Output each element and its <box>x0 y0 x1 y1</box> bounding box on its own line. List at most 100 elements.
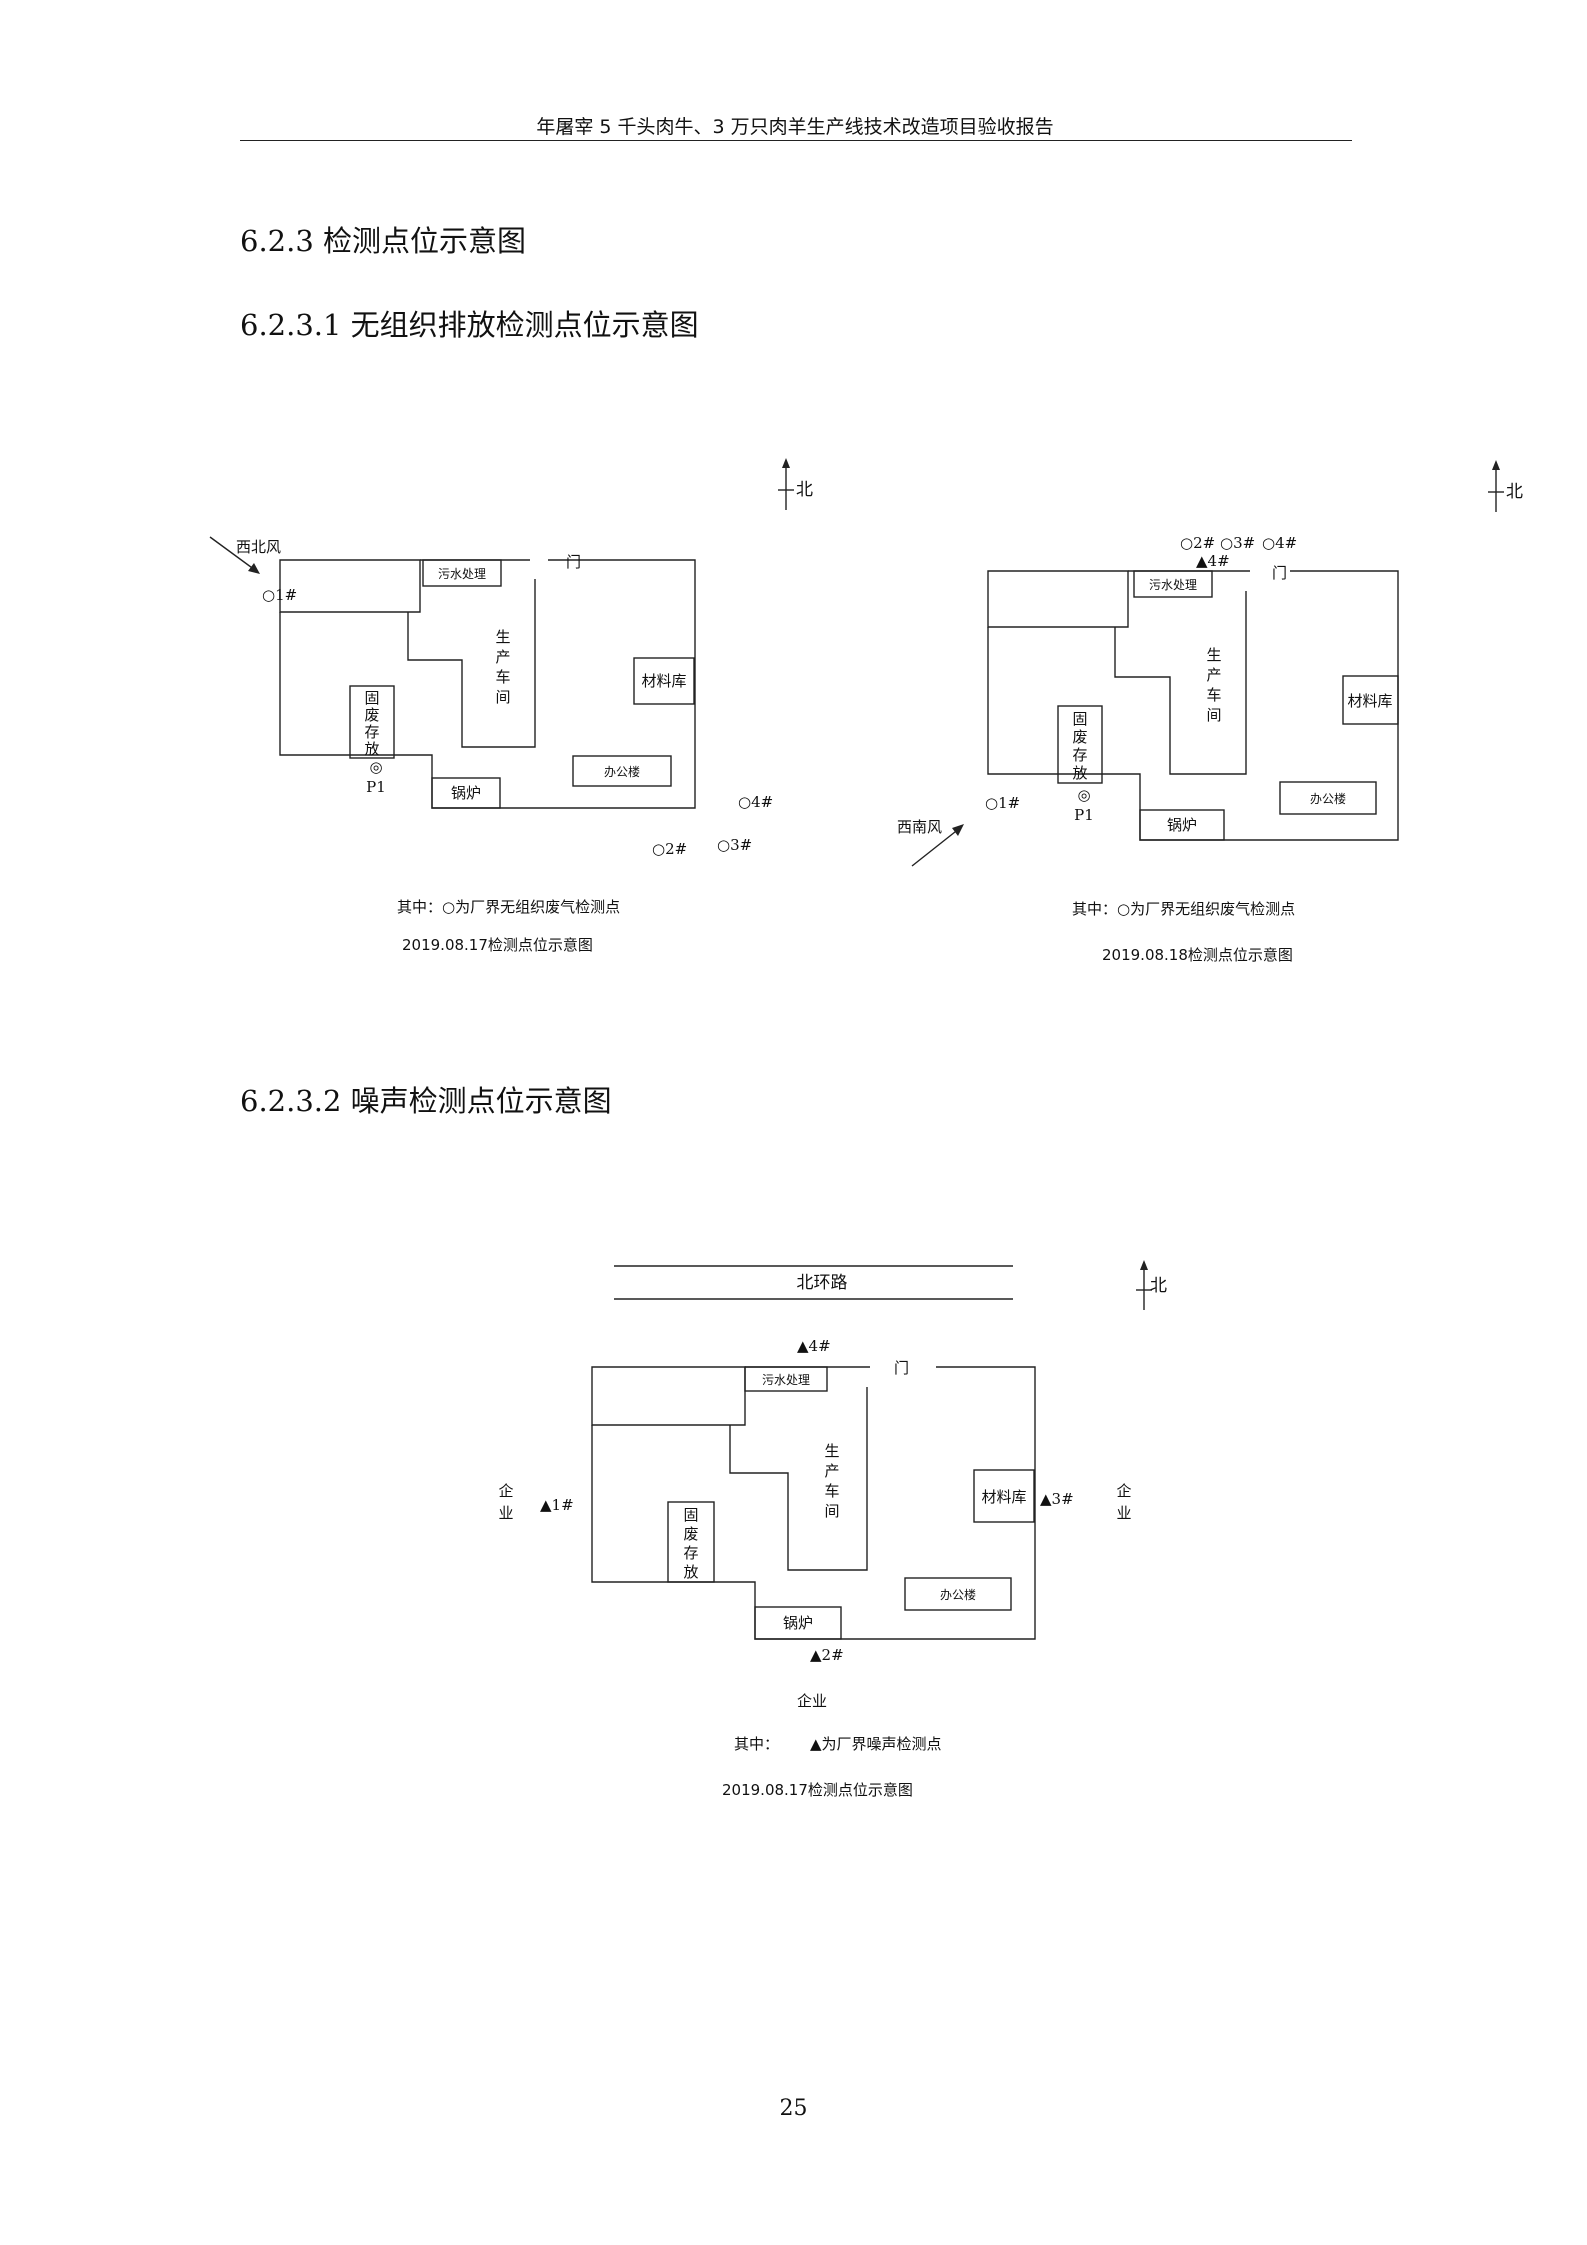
svg-text:锅炉: 锅炉 <box>451 784 481 802</box>
storage-box: 材料库 <box>1342 675 1399 725</box>
legend: ▲为厂界噪声检测点 <box>810 1735 942 1753</box>
svg-text:放: 放 <box>683 1563 698 1581</box>
svg-text:产: 产 <box>495 648 510 666</box>
monitor-point-2: ○2# <box>652 840 687 858</box>
figure-noise-0817: 北环路 北 门 污水处理 生 产 车 间 材料库 <box>498 1260 1167 1799</box>
wind-label: 西北风 <box>236 538 281 556</box>
svg-text:车: 车 <box>1206 686 1221 704</box>
monitor-point-4: ○4# <box>1262 534 1297 552</box>
sewage-box: 污水处理 <box>1133 570 1213 598</box>
monitor-point-3: ○3# <box>1220 534 1255 552</box>
waste-box: 固 废 存 放 <box>667 1501 715 1583</box>
door-label: 门 <box>894 1359 909 1377</box>
boiler-box: 锅炉 <box>1139 809 1225 841</box>
svg-text:存: 存 <box>1072 746 1087 764</box>
enterprise-left: 企 业 <box>498 1482 513 1522</box>
sewage-label: 污水处理 <box>438 567 486 581</box>
noise-point-4: ▲4# <box>797 1337 831 1355</box>
svg-text:污水处理: 污水处理 <box>1149 578 1197 592</box>
caption: 2019.08.17检测点位示意图 <box>722 1781 913 1799</box>
svg-text:固: 固 <box>1072 710 1087 728</box>
svg-text:P1: P1 <box>1074 806 1094 824</box>
svg-text:废: 废 <box>1072 728 1087 746</box>
svg-text:办公楼: 办公楼 <box>1310 791 1346 806</box>
office-box: 办公楼 <box>1279 781 1377 815</box>
door-label: 门 <box>566 553 581 571</box>
page-number: 25 <box>779 2096 808 2121</box>
noise-point-1: ▲1# <box>540 1496 574 1514</box>
caption: 2019.08.18检测点位示意图 <box>1102 946 1293 964</box>
svg-text:存: 存 <box>364 723 379 741</box>
svg-text:放: 放 <box>1072 764 1087 782</box>
storage-box: 材料库 <box>633 657 695 705</box>
monitor-point-2: ○2# <box>1180 534 1215 552</box>
svg-text:锅炉: 锅炉 <box>783 1614 813 1632</box>
wind-arrow: 西北风 <box>209 536 281 574</box>
svg-text:废: 废 <box>683 1525 698 1543</box>
section-heading-6-2-3-2: 6.2.3.2 噪声检测点位示意图 <box>240 1084 612 1118</box>
section-heading-6-2-3-1: 6.2.3.1 无组织排放检测点位示意图 <box>240 308 699 342</box>
svg-text:间: 间 <box>1206 706 1221 724</box>
caption: 2019.08.17检测点位示意图 <box>402 936 593 954</box>
svg-text:间: 间 <box>495 688 510 706</box>
sewage-box: 污水处理 <box>744 1366 828 1392</box>
workshop-label: 生 产 车 间 <box>824 1442 839 1520</box>
svg-text:车: 车 <box>824 1482 839 1500</box>
noise-point-2: ▲2# <box>810 1646 844 1664</box>
svg-text:业: 业 <box>1116 1504 1131 1522</box>
svg-text:材料库: 材料库 <box>1347 692 1392 710</box>
office-box: 办公楼 <box>904 1577 1012 1611</box>
north-arrow: 北 <box>778 458 813 510</box>
north-arrow: 北 <box>1488 460 1523 512</box>
svg-text:车: 车 <box>495 668 510 686</box>
svg-text:◎: ◎ <box>1077 786 1090 804</box>
svg-text:企: 企 <box>1116 1482 1131 1500</box>
svg-text:固: 固 <box>683 1506 698 1524</box>
svg-text:产: 产 <box>1206 666 1221 684</box>
boiler-box: 锅炉 <box>754 1606 842 1640</box>
svg-text:产: 产 <box>824 1462 839 1480</box>
svg-text:间: 间 <box>824 1502 839 1520</box>
svg-text:放: 放 <box>364 740 379 758</box>
svg-text:锅炉: 锅炉 <box>1167 816 1197 834</box>
header-divider <box>240 140 1352 141</box>
section-heading-6-2-3: 6.2.3 检测点位示意图 <box>240 224 527 258</box>
wind-label: 西南风 <box>897 818 942 836</box>
north-label: 北 <box>1150 1276 1167 1296</box>
svg-text:办公楼: 办公楼 <box>604 764 640 779</box>
svg-text:P1: P1 <box>366 778 386 796</box>
svg-text:污水处理: 污水处理 <box>762 1373 810 1387</box>
svg-text:生: 生 <box>824 1442 839 1460</box>
waste-box: 固 废 存 放 <box>1057 705 1103 784</box>
figure-unorganized-0818: 北 西南风 门 污水处理 生 产 车 间 材料库 <box>897 460 1523 964</box>
door-label: 门 <box>1272 564 1287 582</box>
legend-prefix: 其中： <box>734 1735 779 1753</box>
monitor-point-1: ○1# <box>262 586 297 604</box>
north-label: 北 <box>796 480 813 500</box>
svg-text:材料库: 材料库 <box>981 1488 1026 1506</box>
enterprise-bottom: 企业 <box>797 1692 827 1710</box>
page-header: 年屠宰 5 千头肉牛、3 万只肉羊生产线技术改造项目验收报告 <box>536 116 1054 138</box>
svg-text:存: 存 <box>683 1544 698 1562</box>
svg-text:业: 业 <box>498 1504 513 1522</box>
workshop-label: 生 产 车 间 <box>1206 646 1221 724</box>
workshop-label: 生 产 车 间 <box>495 628 510 706</box>
svg-text:◎: ◎ <box>369 758 382 776</box>
north-arrow: 北 <box>1136 1260 1167 1310</box>
figure-unorganized-0817: 北 西北风 门 污水处理 生 产 车 间 材料库 <box>209 458 813 954</box>
svg-text:生: 生 <box>1206 646 1221 664</box>
north-label: 北 <box>1506 482 1523 502</box>
road-label: 北环路 <box>797 1273 848 1293</box>
legend: 其中：○为厂界无组织废气检测点 <box>397 898 620 916</box>
office-box: 办公楼 <box>572 755 672 787</box>
monitor-point-4: ○4# <box>738 793 773 811</box>
storage-box: 材料库 <box>973 1469 1035 1523</box>
noise-point-4: ▲4# <box>1196 552 1230 570</box>
sewage-box: 污水处理 <box>422 559 502 587</box>
p1-marker: ◎ P1 <box>1074 786 1094 824</box>
legend: 其中：○为厂界无组织废气检测点 <box>1072 900 1295 918</box>
p1-marker: ◎ P1 <box>366 758 386 796</box>
waste-box: 固 废 存 放 <box>349 685 395 759</box>
road: 北环路 <box>614 1265 1013 1300</box>
